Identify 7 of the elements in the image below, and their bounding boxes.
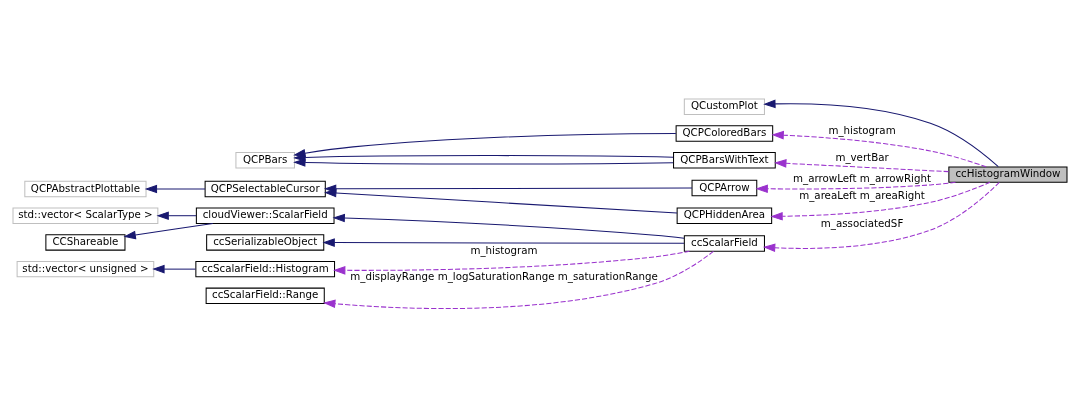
edge-label: m_displayRange m_logSaturationRange m_saturationRange [350,269,658,282]
edge-label: m_areaLeft m_areaRight [799,188,925,201]
edge-label: m_associatedSF [820,216,904,229]
edge-label: m_histogram [828,123,896,136]
edge-label: m_vertBar [835,150,889,163]
edge-label: m_histogram [470,243,538,256]
edge-label: m_arrowLeft m_arrowRight [793,171,931,184]
